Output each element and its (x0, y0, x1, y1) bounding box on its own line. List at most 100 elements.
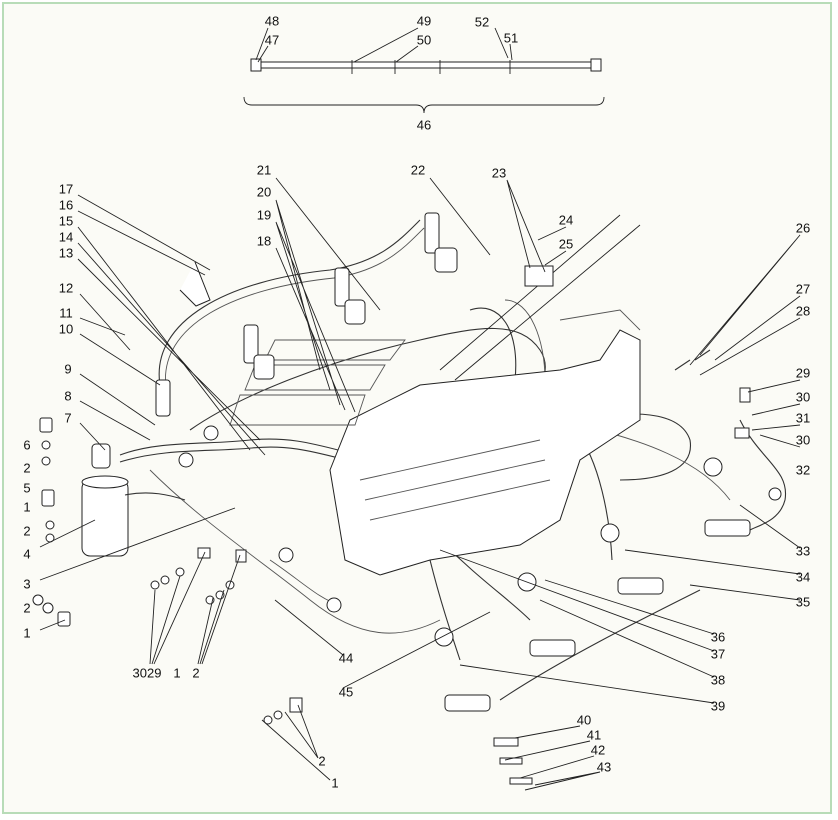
callout-labels: 4847495052514617161514131211109876251243… (23, 13, 810, 790)
plane-diagonals (439, 214, 641, 381)
clamps (178, 261, 782, 785)
callout-c52: 52 (475, 14, 489, 29)
callout-c46: 46 (417, 117, 431, 132)
pipe-32 (739, 419, 787, 531)
callout-c2c: 2 (23, 600, 30, 615)
bar-end-fitting-right (590, 58, 602, 72)
block-ribs (359, 439, 551, 521)
callout-c28: 28 (796, 303, 810, 318)
injector-low-2 (444, 694, 491, 712)
callout-c4: 4 (23, 546, 30, 561)
callout-c32: 32 (796, 462, 810, 477)
injector-top-3 (243, 324, 275, 380)
callout-c30a: 30 (796, 389, 810, 404)
callout-c3029: 3029 (133, 665, 162, 680)
fitting-32 (768, 487, 782, 501)
callout-c50: 50 (417, 32, 431, 47)
bracket-13 (179, 261, 211, 307)
callout-c29: 29 (796, 365, 810, 380)
pipe-35 (499, 589, 701, 701)
callout-c1b: 1 (23, 625, 30, 640)
callout-c44: 44 (339, 650, 353, 665)
pipe-low-2 (429, 559, 461, 661)
callout-c49: 49 (417, 13, 431, 28)
filter-bracket (124, 492, 186, 501)
injectors (155, 212, 751, 712)
callout-c19: 19 (257, 207, 271, 222)
engine-block (329, 309, 641, 576)
callout-c43: 43 (597, 759, 611, 774)
fitting-27-28 (674, 349, 711, 371)
callout-c18: 18 (257, 233, 271, 248)
callout-c41: 41 (587, 727, 601, 742)
callout-c3: 3 (23, 576, 30, 591)
callout-c22: 22 (411, 162, 425, 177)
brace-46 (243, 96, 605, 114)
callout-c1c: 1 (173, 665, 180, 680)
callout-c26: 26 (796, 220, 810, 235)
callout-c38: 38 (711, 672, 725, 687)
projection-lines (229, 214, 641, 426)
callout-c35: 35 (796, 594, 810, 609)
pipe-44 (269, 559, 341, 606)
injector-right-1 (704, 519, 751, 537)
callout-c47: 47 (265, 32, 279, 47)
fitting-42 (509, 777, 533, 785)
callout-c2b: 2 (23, 523, 30, 538)
injector-low-1 (529, 639, 576, 657)
callout-c51: 51 (504, 30, 518, 45)
drain-bar (253, 61, 600, 69)
fuel-filter (81, 443, 186, 557)
filter-fitting (91, 443, 111, 469)
injector-top-2 (334, 267, 366, 325)
callout-c16: 16 (59, 197, 73, 212)
callout-c2d: 2 (192, 665, 199, 680)
callout-c39: 39 (711, 698, 725, 713)
callout-c13: 13 (59, 245, 73, 260)
callout-c42: 42 (591, 742, 605, 757)
injector-left (155, 379, 171, 417)
fitting-1b (57, 611, 71, 627)
fitting-6 (39, 417, 53, 433)
pipe-high-1b (165, 227, 425, 389)
fitting-29 (739, 387, 751, 403)
bracket-23 (524, 265, 554, 287)
callout-c23: 23 (492, 165, 506, 180)
callout-c14: 14 (59, 229, 73, 244)
callout-c1d: 1 (331, 775, 338, 790)
callout-c12: 12 (59, 280, 73, 295)
plate-planes (229, 339, 406, 426)
bar-end-fitting-left (250, 58, 262, 72)
callout-c20: 20 (257, 184, 271, 199)
pipe-high-3 (504, 299, 546, 381)
filter-top (81, 475, 129, 489)
bar-clamps (351, 60, 511, 74)
pipe-high-1 (158, 219, 421, 386)
callout-c8: 8 (64, 388, 71, 403)
callout-c45: 45 (339, 684, 353, 699)
callout-c36: 36 (711, 629, 725, 644)
callout-c40: 40 (577, 712, 591, 727)
fitting-40 (493, 737, 519, 747)
callout-c15: 15 (59, 213, 73, 228)
callout-c27: 27 (796, 281, 810, 296)
fitting-cluster-bottom (150, 547, 247, 605)
block-top (559, 309, 641, 331)
callout-c6: 6 (23, 437, 30, 452)
fitting-31 (734, 427, 750, 439)
injector-top-1 (424, 212, 458, 273)
callout-c1a: 1 (23, 499, 30, 514)
callout-c9: 9 (64, 361, 71, 376)
pipe-low-3 (149, 469, 441, 634)
fitting-cluster-low (263, 697, 303, 725)
callout-c33: 33 (796, 543, 810, 558)
callout-c25: 25 (559, 236, 573, 251)
callout-c17: 17 (59, 181, 73, 196)
filter-canister (81, 479, 129, 557)
assembly-46 (243, 58, 605, 114)
callout-c24: 24 (559, 212, 573, 227)
fitting-41 (499, 757, 523, 765)
callout-c5: 5 (23, 480, 30, 495)
